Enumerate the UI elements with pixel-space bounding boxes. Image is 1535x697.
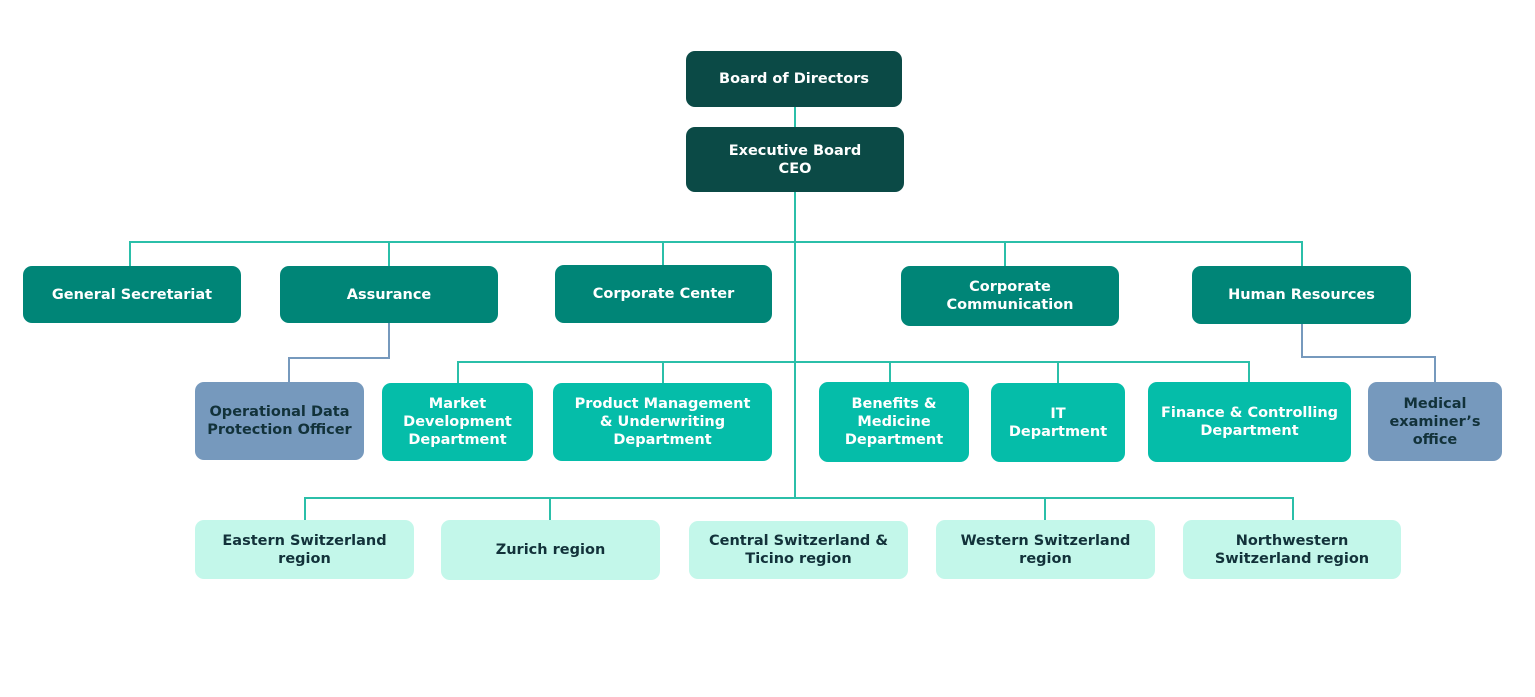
connector-line xyxy=(129,241,1303,243)
connector-line xyxy=(1044,497,1046,521)
connector-line xyxy=(794,191,796,498)
general-secretariat-box: General Secretariat xyxy=(23,266,241,323)
connector-line xyxy=(1292,497,1294,521)
connector-line xyxy=(288,357,290,383)
human-resources-box: Human Resources xyxy=(1192,266,1411,324)
connector-line xyxy=(288,357,390,359)
corporate-communication-box: Corporate Communication xyxy=(901,266,1119,326)
data-protection-officer-box: Operational Data Protection Officer xyxy=(195,382,364,460)
connector-line xyxy=(457,361,1250,363)
connector-line xyxy=(304,497,306,521)
market-development-box: Market Development Department xyxy=(382,383,533,461)
connector-line xyxy=(1057,361,1059,384)
connector-line xyxy=(662,361,664,384)
executive-board-box: Executive Board CEO xyxy=(686,127,904,192)
connector-line xyxy=(1301,323,1303,357)
benefits-medicine-box: Benefits & Medicine Department xyxy=(819,382,969,462)
connector-line xyxy=(1301,241,1303,267)
product-management-box: Product Management & Underwriting Depart… xyxy=(553,383,772,461)
assurance-box: Assurance xyxy=(280,266,498,323)
zurich-region-box: Zurich region xyxy=(441,520,660,580)
corporate-center-box: Corporate Center xyxy=(555,265,772,323)
connector-line xyxy=(388,322,390,358)
connector-line xyxy=(388,241,390,267)
connector-line xyxy=(1301,356,1436,358)
connector-line xyxy=(129,241,131,267)
connector-line xyxy=(457,361,459,384)
connector-line xyxy=(1248,361,1250,383)
northwestern-switzerland-box: Northwestern Switzerland region xyxy=(1183,520,1401,579)
connector-line xyxy=(662,241,664,266)
western-switzerland-box: Western Switzerland region xyxy=(936,520,1155,579)
it-department-box: IT Department xyxy=(991,383,1125,462)
finance-controlling-box: Finance & Controlling Department xyxy=(1148,382,1351,462)
connector-line xyxy=(794,106,796,128)
connector-line xyxy=(304,497,1294,499)
central-switzerland-box: Central Switzerland & Ticino region xyxy=(689,521,908,579)
medical-examiners-office-box: Medical examiner’s office xyxy=(1368,382,1502,461)
connector-line xyxy=(1434,356,1436,383)
eastern-switzerland-box: Eastern Switzerland region xyxy=(195,520,414,579)
board-of-directors-box: Board of Directors xyxy=(686,51,902,107)
connector-line xyxy=(1004,241,1006,267)
connector-line xyxy=(889,361,891,384)
connector-line xyxy=(549,497,551,521)
